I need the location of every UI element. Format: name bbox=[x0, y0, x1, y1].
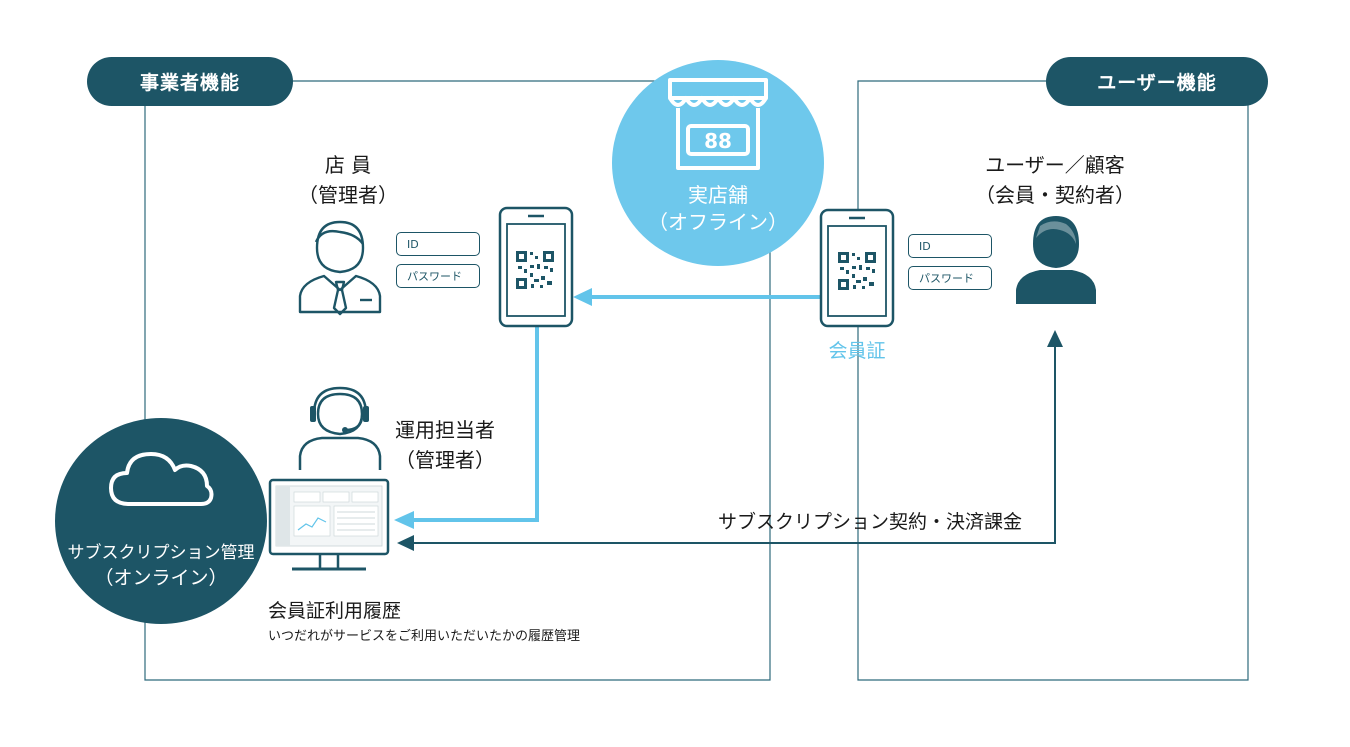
staff-password-field[interactable]: パスワード bbox=[396, 264, 480, 288]
customer-label: ユーザー／顧客 （会員・契約者） bbox=[960, 150, 1150, 210]
store-label-line1: 実店舗 bbox=[688, 183, 748, 207]
subscription-mgmt-circle: サブスクリプション管理 （オンライン） bbox=[55, 418, 267, 624]
customer-password-field[interactable]: パスワード bbox=[908, 266, 992, 290]
cloud-icon bbox=[109, 452, 214, 506]
staff-id-field[interactable]: ID bbox=[396, 232, 480, 256]
staff-label-line2: （管理者） bbox=[298, 183, 398, 207]
staff-qr-icon bbox=[516, 251, 554, 289]
subscription-mgmt-line2: （オンライン） bbox=[94, 567, 228, 589]
store-sign: 88 bbox=[704, 129, 732, 153]
operator-label-line2: （管理者） bbox=[395, 448, 495, 472]
operator-label: 運用担当者 （管理者） bbox=[380, 415, 510, 475]
customer-label-line1: ユーザー／顧客 bbox=[985, 153, 1125, 177]
store-icon: 88 bbox=[668, 78, 768, 170]
store-label-line2: （オフライン） bbox=[648, 210, 788, 234]
staff-label: 店 員 （管理者） bbox=[288, 150, 408, 210]
subscription-mgmt-line1: サブスクリプション管理 bbox=[67, 543, 255, 563]
customer-id-field[interactable]: ID bbox=[908, 234, 992, 258]
history-description: いつだれがサービスをご利用いただいたかの履歴管理 bbox=[268, 629, 581, 644]
business-section-title: 事業者機能 bbox=[87, 57, 293, 106]
staff-label-line1: 店 員 bbox=[324, 153, 372, 177]
membership-card-label: 会員証 bbox=[828, 340, 886, 362]
customer-qr-icon bbox=[838, 252, 876, 290]
user-section-title: ユーザー機能 bbox=[1046, 57, 1268, 106]
subscription-flow-label: サブスクリプション契約・決済課金 bbox=[718, 511, 1023, 533]
operator-label-line1: 運用担当者 bbox=[395, 418, 495, 442]
history-title: 会員証利用履歴 bbox=[268, 600, 402, 622]
customer-label-line2: （会員・契約者） bbox=[975, 183, 1135, 207]
store-circle: 88 実店舗 （オフライン） bbox=[612, 60, 824, 266]
